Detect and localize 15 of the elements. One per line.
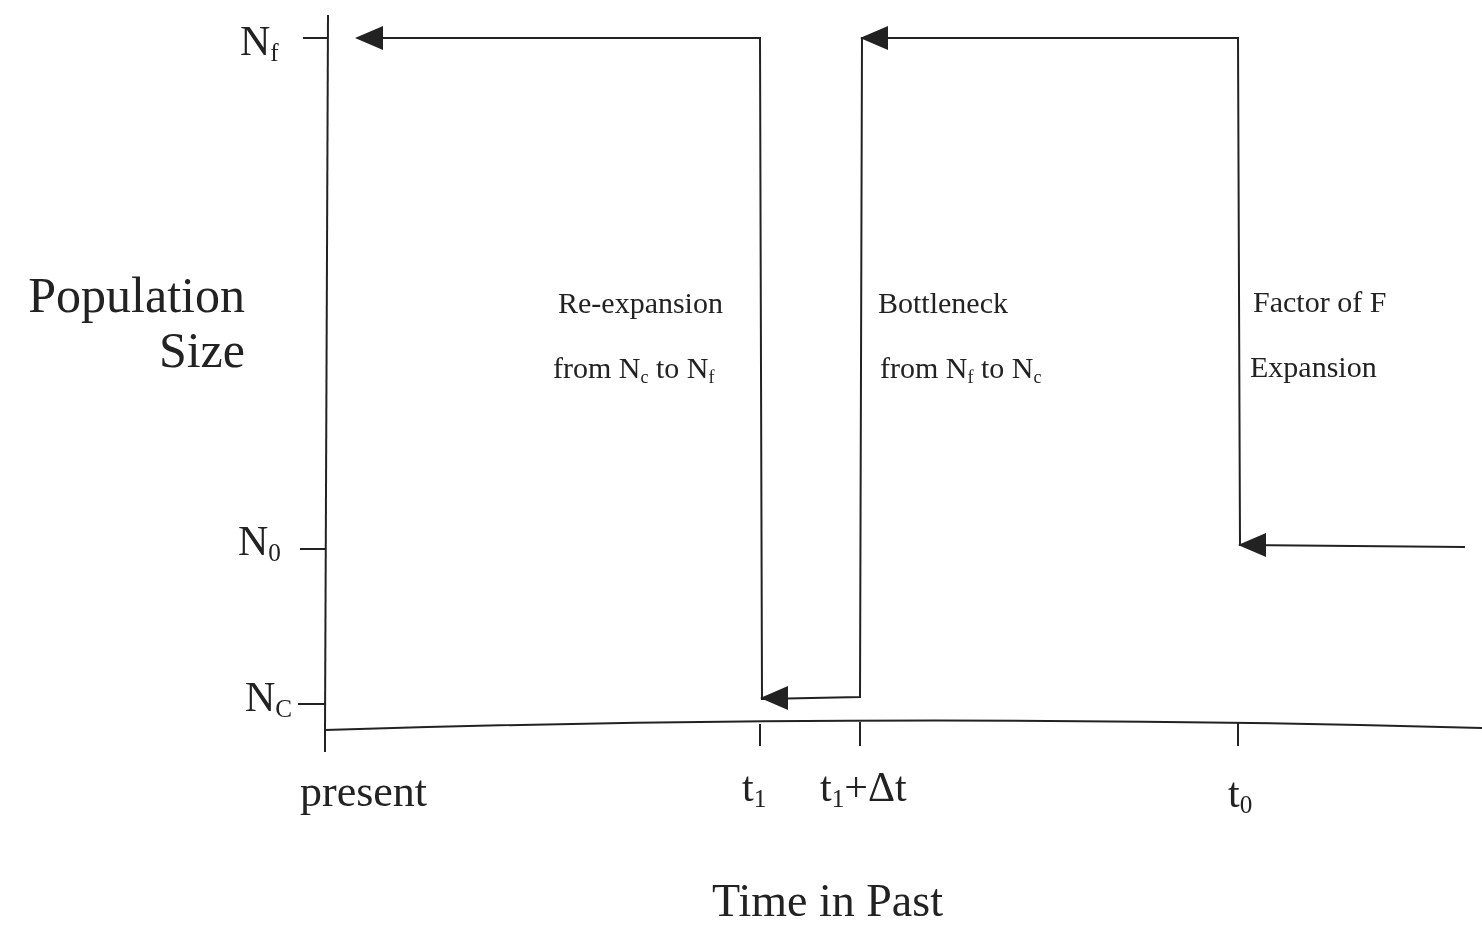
annotation-text: Re-expansion [558,286,723,319]
annotation-text: Factor of F [1253,285,1387,318]
annotation-text: from N$_{f}$ to N$_{c}$ [880,351,1042,388]
annotation-text: Bottleneck [878,286,1008,319]
axis-tick-label: t$_{0}$ [1228,770,1253,819]
axis-title: Population Size [27,268,245,378]
axis-title: Time in Past [712,876,943,925]
axis-tick-label: t$_{1}$+Δt [820,764,907,813]
axis-tick-label: N$_{C}$ [245,674,293,723]
axis-tick-label: N$_{0}$ [238,518,281,567]
axis-tick-label: present [300,768,428,817]
axis-tick-label: N$_{f}$ [240,18,279,67]
annotation-text: from N$_{c}$ to N$_{f}$ [553,351,715,388]
annotation-text: Expansion [1250,350,1377,383]
axis-tick-label: t$_{1}$ [742,764,767,813]
